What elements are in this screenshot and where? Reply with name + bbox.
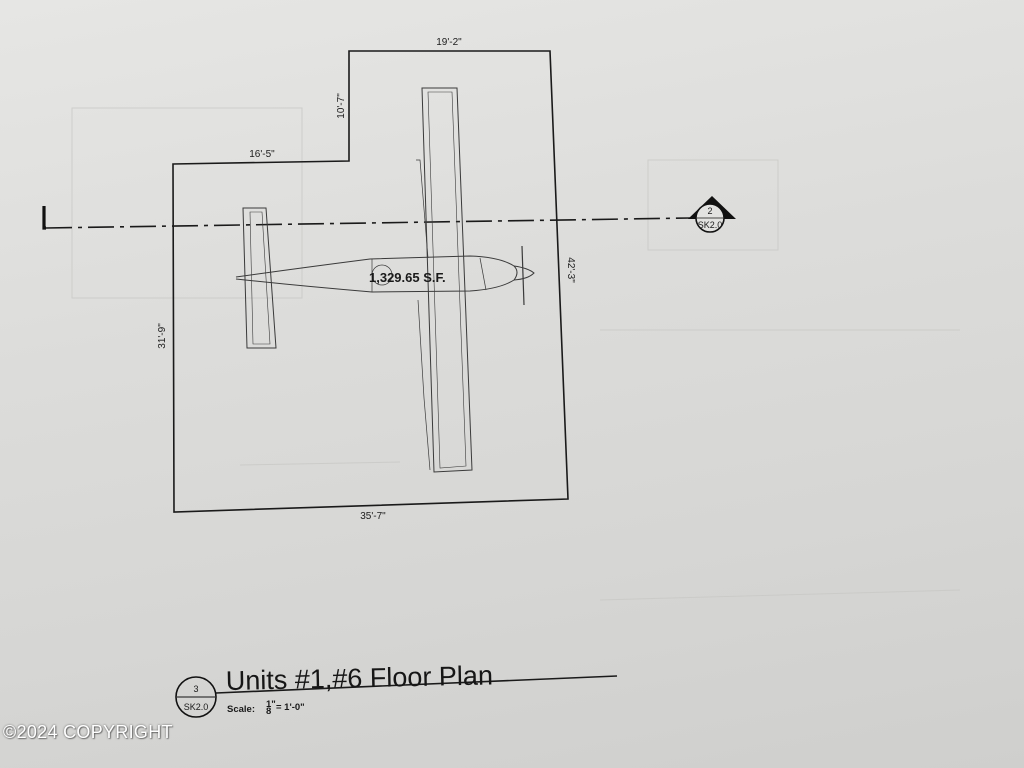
dimension-top-left-width: 16'-5" <box>249 149 275 160</box>
title-underline <box>215 675 618 694</box>
title-marker-number: 3 <box>193 684 198 694</box>
dimension-left-height: 31'-9" <box>157 323 168 349</box>
dimension-bottom-width: 35'-7" <box>360 511 386 522</box>
scale-value: = 1'-0" <box>276 702 305 713</box>
drawing-title: Units #1,#6 Floor Plan <box>225 660 493 696</box>
scale-fraction-denominator: 8 <box>266 706 271 717</box>
area-label: 1,329.65 S.F. <box>369 270 446 285</box>
dimension-notch-height: 10'-7" <box>336 93 347 119</box>
paper-bleed-through <box>71 107 961 601</box>
section-marker-number: 2 <box>707 206 712 216</box>
section-cut-line <box>42 206 46 230</box>
section-marker-sheet: SK2.0 <box>698 220 723 230</box>
scale-label: Scale: <box>227 704 255 715</box>
title-marker-sheet: SK2.0 <box>184 702 209 712</box>
scale-fraction-numerator: 1" <box>266 699 276 710</box>
section-marker: 2 SK2.0 <box>688 196 736 233</box>
building-outline <box>172 50 569 513</box>
dimension-right-height: 42'-3" <box>565 257 576 283</box>
title-block: 3 SK2.0 Units #1,#6 Floor Plan Scale: 1"… <box>175 660 618 718</box>
dimension-top-right-width: 19'-2" <box>436 37 462 48</box>
section-cut-dashline <box>45 217 691 229</box>
airplane-icon <box>235 87 535 473</box>
copyright-watermark: ©2024 COPYRIGHT <box>3 722 173 742</box>
